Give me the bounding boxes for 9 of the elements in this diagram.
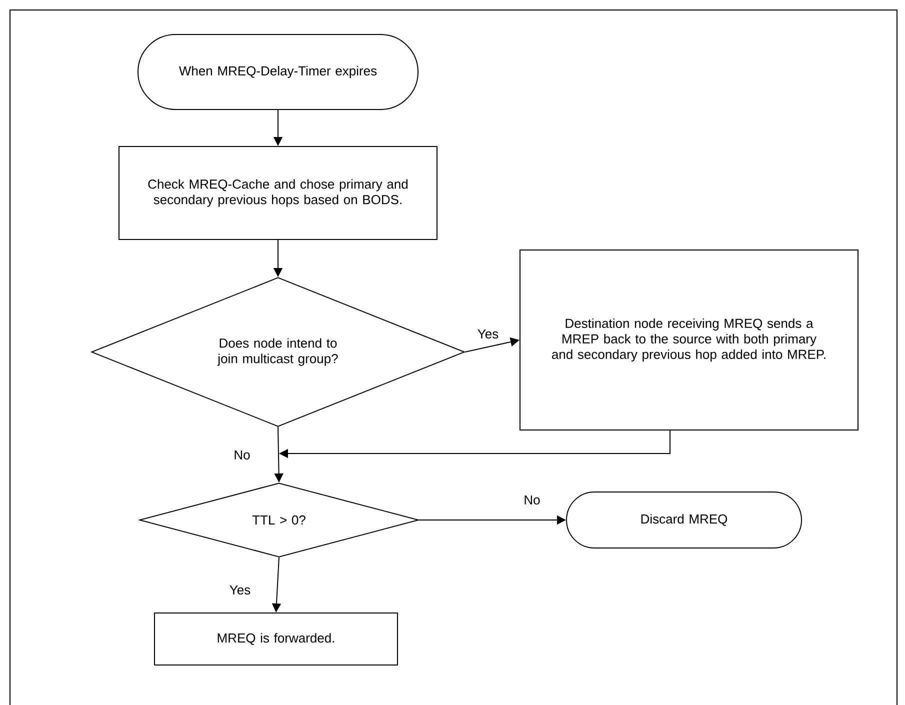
edge-label: Yes — [228, 584, 252, 596]
end-terminal: Discard MREQ — [566, 492, 802, 548]
process-box: Destination node receiving MREQ sends a MREP back to the source with both primary and secondary previous hop added into MREP. — [520, 250, 858, 430]
edge-label: No — [522, 494, 542, 506]
process-box: MREQ is forwarded. — [154, 612, 398, 666]
edge-label: No — [232, 449, 252, 461]
start-terminal: When MREQ-Delay-Timer expires — [138, 34, 418, 110]
process-box: Check MREQ-Cache and chose primary and secondary previous hops based on BODS. — [118, 146, 438, 240]
edge-label: Yes — [476, 328, 500, 340]
